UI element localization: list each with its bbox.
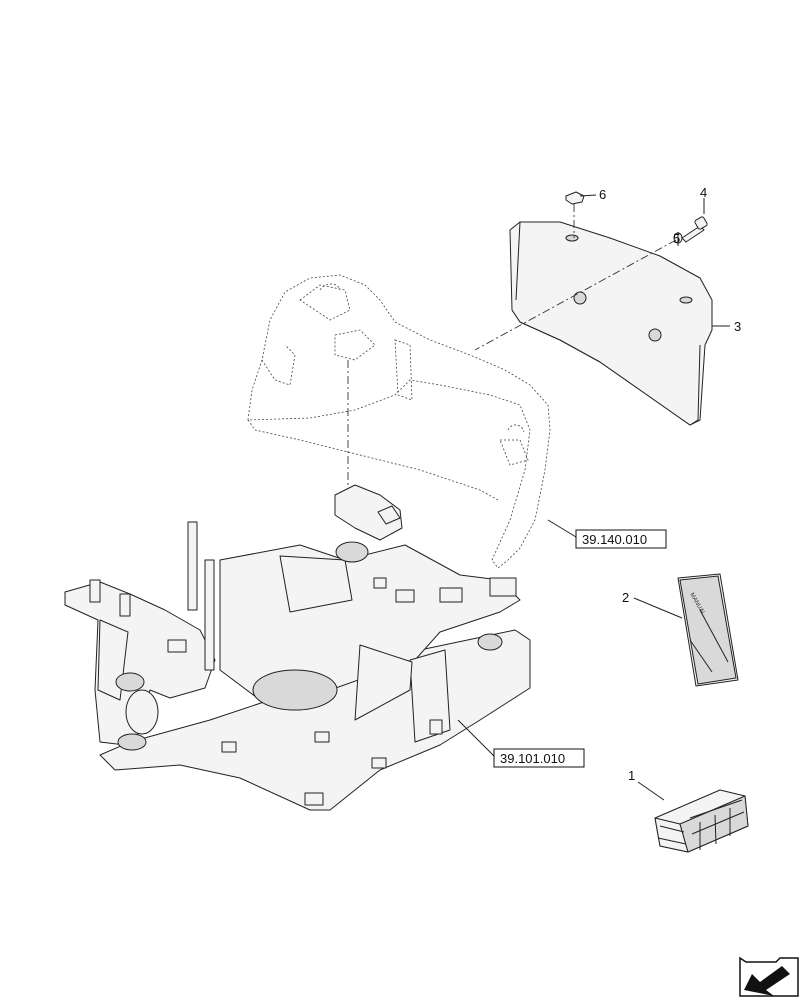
reference-box-counterweight[interactable]: 39.140.010 [575, 529, 667, 549]
callout-5: 5 [673, 231, 680, 246]
operator-manual: MANUAL [677, 573, 739, 687]
callout-2: 2 [622, 590, 629, 605]
callout-1: 1 [628, 768, 635, 783]
main-frame [64, 484, 531, 811]
reference-counterweight-text: 39.140.010 [582, 532, 647, 547]
alignment-line [474, 239, 677, 351]
plug [565, 191, 585, 205]
callout-3: 3 [734, 319, 741, 334]
shipping-crate [654, 789, 749, 853]
weight-block [509, 221, 713, 426]
leader-lines [457, 194, 730, 801]
next-page-arrow-icon[interactable] [739, 956, 799, 997]
counterweight-shroud [247, 274, 551, 569]
reference-frame-text: 39.101.010 [500, 751, 565, 766]
bolt [681, 216, 708, 243]
reference-box-frame[interactable]: 39.101.010 [493, 748, 585, 768]
callout-6: 6 [599, 187, 606, 202]
callout-4: 4 [700, 185, 707, 200]
